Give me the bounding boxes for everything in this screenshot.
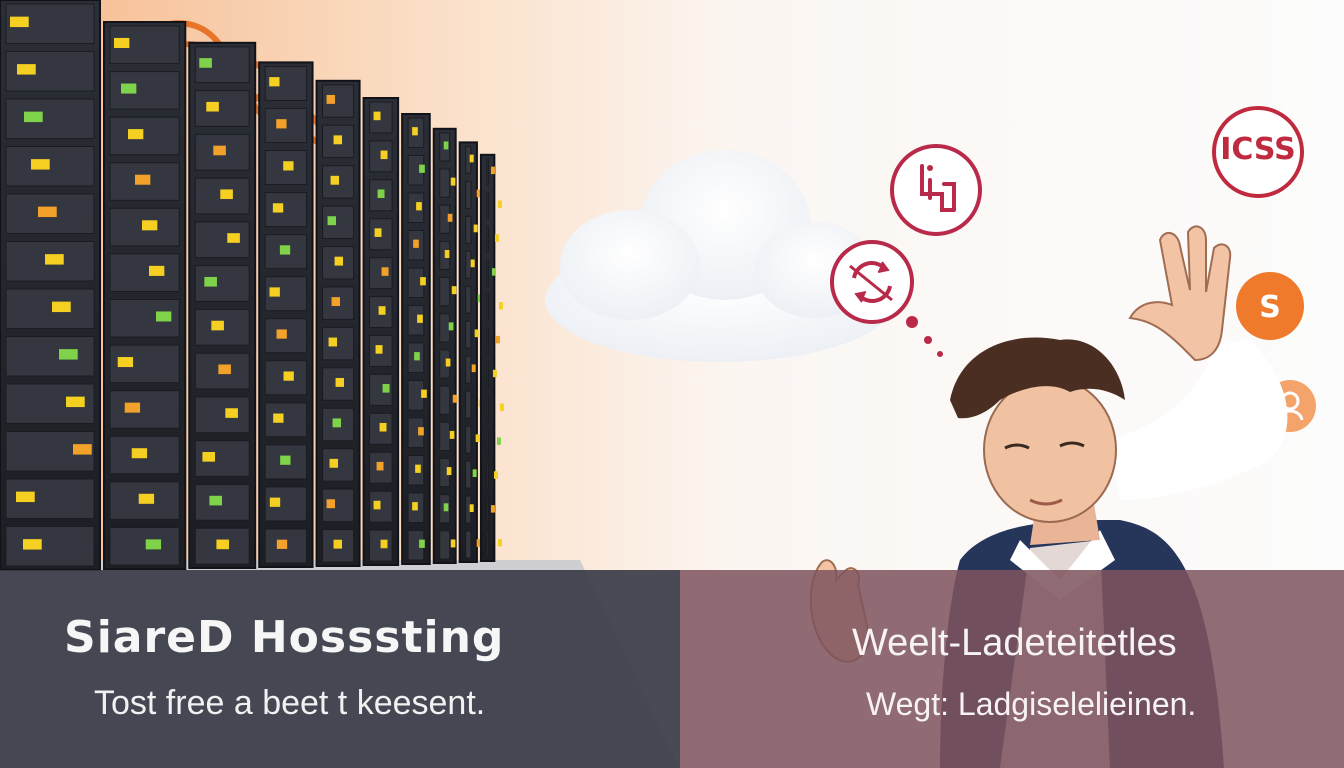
right-caption-panel <box>680 570 1344 768</box>
cloud <box>545 150 895 362</box>
chair-icon <box>890 144 982 236</box>
s-chat-icon: S <box>1236 272 1304 340</box>
css-badge-icon <box>1212 106 1304 198</box>
left-caption-panel <box>0 570 680 768</box>
dotted-trail <box>906 316 943 357</box>
refresh-icon <box>830 240 914 324</box>
server-racks <box>0 0 504 571</box>
css-badge-label: ICSS <box>1220 132 1296 167</box>
svg-text:S: S <box>1259 290 1281 325</box>
